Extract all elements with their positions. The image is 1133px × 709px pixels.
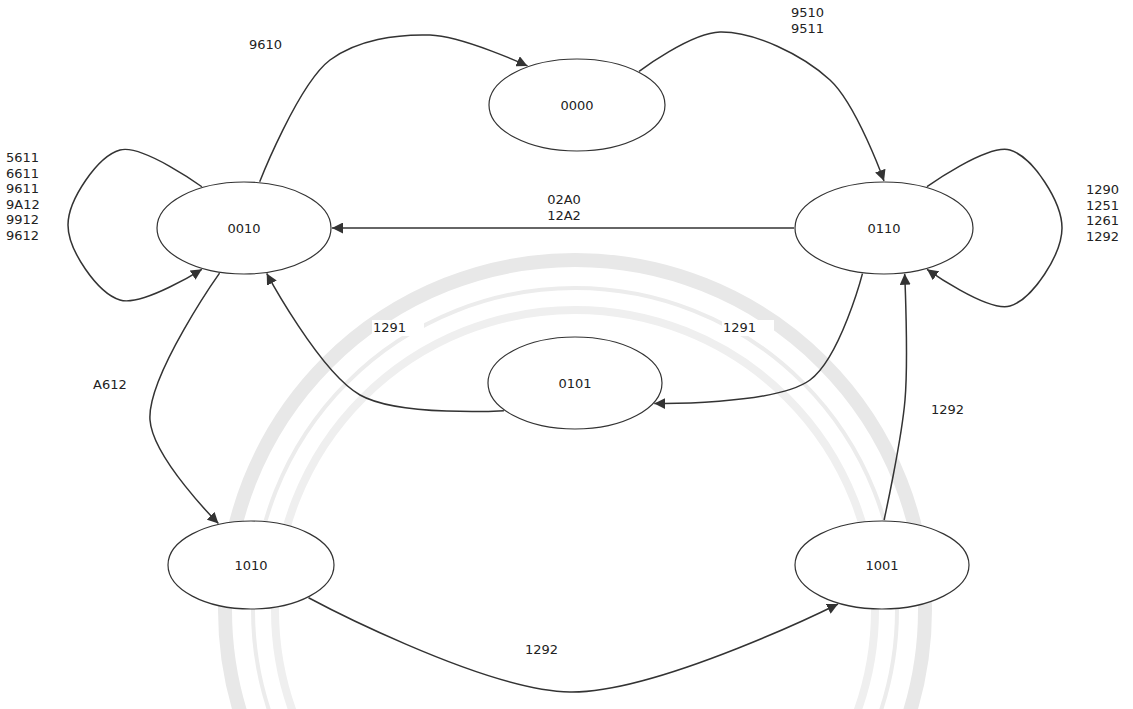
transition-arrow — [150, 273, 220, 523]
state-ellipse: 1010 — [167, 520, 335, 610]
state-ellipse: 0010 — [156, 181, 332, 275]
transition-arrow — [884, 274, 906, 520]
ellipse-shape — [795, 521, 969, 609]
transition-label: 1292 — [930, 402, 982, 418]
transition-label: A612 — [92, 377, 144, 393]
transition-label: 9610 — [248, 37, 300, 53]
watermark-ring — [275, 310, 875, 709]
ellipse-shape — [795, 182, 973, 274]
state-code: 1001 — [865, 558, 898, 573]
transition-arrow — [267, 273, 504, 411]
transition-arrow — [654, 274, 862, 404]
transition-arrow — [309, 598, 839, 692]
ellipse-shape — [488, 337, 662, 429]
ellipse-shape — [489, 59, 665, 151]
transition-label: 1292 — [524, 642, 576, 658]
state-ellipse: 0110 — [794, 181, 974, 275]
transition-label: 1291 — [722, 320, 774, 336]
transition-label: 1290 1251 1261 1292 — [1085, 182, 1129, 244]
state-code: 0101 — [558, 376, 591, 391]
state-ellipse: 0101 — [487, 336, 663, 430]
state-code: 0010 — [227, 221, 260, 236]
state-ellipse: 1001 — [794, 520, 970, 610]
state-code: 1010 — [234, 558, 267, 573]
transition-arrow — [639, 32, 884, 181]
transition-arrow — [260, 35, 528, 182]
watermark-ring — [253, 288, 897, 709]
transition-label: 5611 6611 9611 9A12 9912 9612 — [5, 150, 49, 243]
state-code: 0000 — [560, 98, 593, 113]
ellipse-shape — [157, 182, 331, 274]
state-code: 0110 — [867, 221, 900, 236]
transition-label: 1291 — [372, 320, 424, 336]
watermark-ring — [225, 260, 925, 709]
transition-label: 02A0 12A2 — [541, 192, 587, 223]
transition-arrow — [332, 227, 794, 229]
ellipse-shape — [168, 521, 334, 609]
state-ellipse: 0000 — [488, 58, 666, 152]
transition-label: 9510 9511 — [790, 5, 834, 36]
